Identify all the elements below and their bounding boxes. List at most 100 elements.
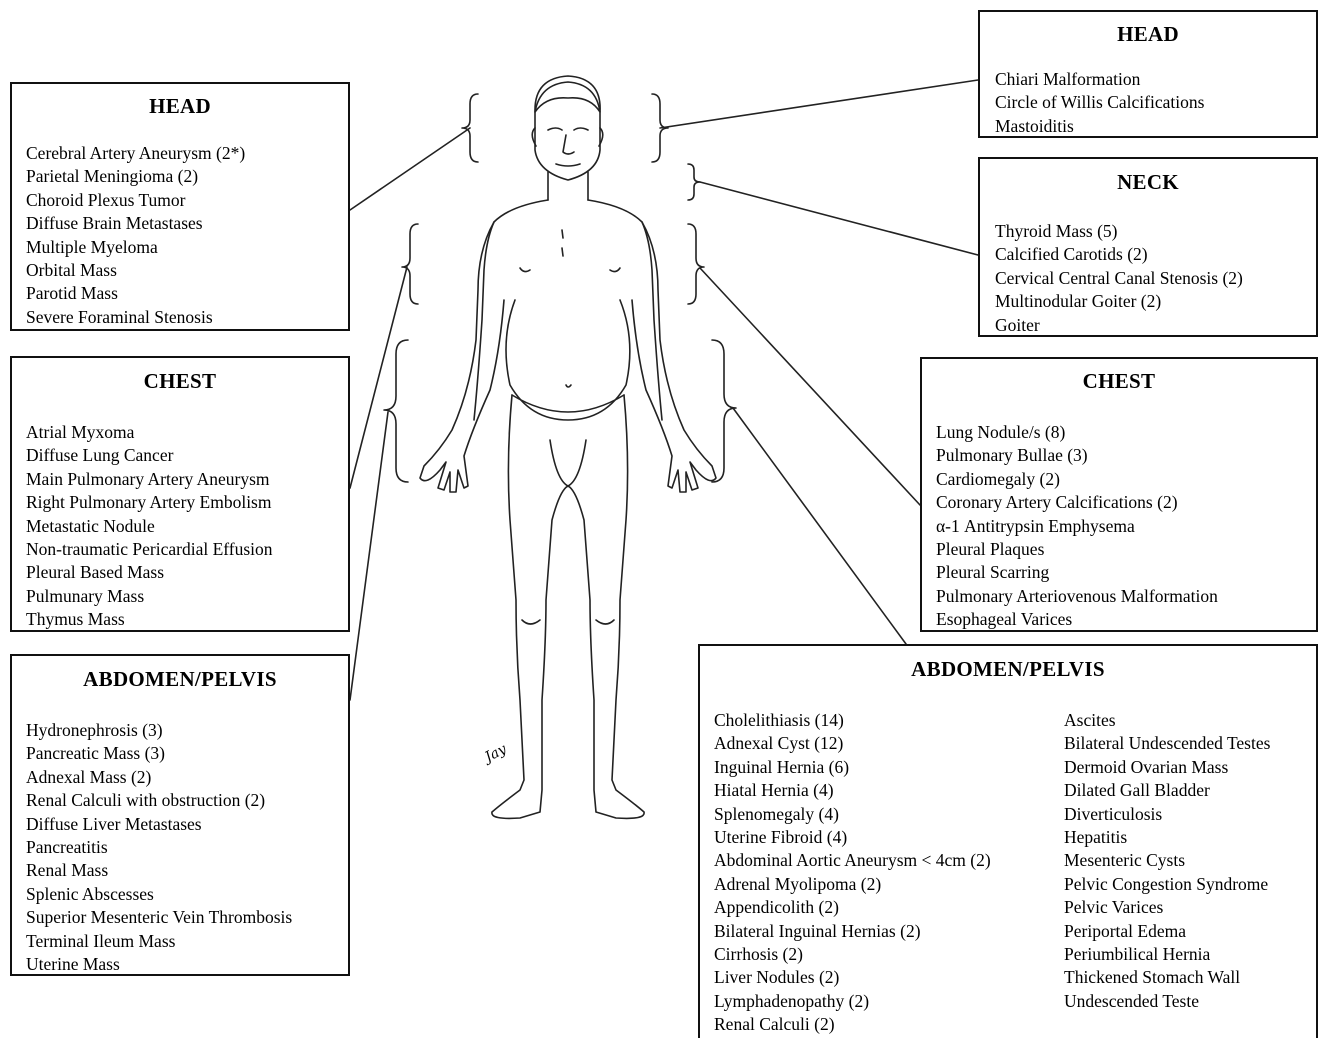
list-item: Mastoiditis (995, 115, 1316, 138)
neck-right-box: NECK Thyroid Mass (5) Calcified Carotids… (978, 157, 1318, 337)
abdomen-left-list: Hydronephrosis (3) Pancreatic Mass (3) A… (12, 719, 348, 976)
connector-head-right (660, 80, 978, 128)
list-item: Thymus Mass (26, 608, 348, 631)
list-item: Non-traumatic Pericardial Effusion (26, 538, 348, 561)
list-item: Diverticulosis (1064, 803, 1270, 826)
list-item: Terminal Ileum Mass (26, 930, 348, 953)
artist-signature: Jay (480, 741, 510, 767)
list-item: Parotid Mass (26, 282, 348, 305)
list-item: Hiatal Hernia (4) (714, 779, 991, 802)
list-item: Dilated Gall Bladder (1064, 779, 1270, 802)
abdomen-left-title: ABDOMEN/PELVIS (12, 656, 348, 692)
list-item: Periportal Edema (1064, 920, 1270, 943)
list-item: Choroid Plexus Tumor (26, 189, 348, 212)
list-item: Diffuse Lung Cancer (26, 444, 348, 467)
connector-chest-right (700, 268, 920, 505)
list-item: Diffuse Brain Metastases (26, 212, 348, 235)
chest-left-list: Atrial Myxoma Diffuse Lung Cancer Main P… (12, 421, 348, 632)
list-item: Liver Nodules (2) (714, 966, 991, 989)
list-item: Diffuse Liver Metastases (26, 813, 348, 836)
list-item: Orbital Mass (26, 259, 348, 282)
list-item: Splenomegaly (4) (714, 803, 991, 826)
list-item: Renal Mass (26, 859, 348, 882)
brace-abdomen-left (384, 340, 408, 482)
list-item: Uterine Mass (26, 953, 348, 976)
head-right-title: HEAD (980, 12, 1316, 47)
connector-abdomen-left (350, 412, 388, 700)
list-item: Renal Calculi with obstruction (2) (26, 789, 348, 812)
list-item: Dermoid Ovarian Mass (1064, 756, 1270, 779)
list-item: Pulmonary Bullae (3) (936, 444, 1316, 467)
list-item: Cirrhosis (2) (714, 943, 991, 966)
head-left-box: HEAD Cerebral Artery Aneurysm (2*) Parie… (10, 82, 350, 331)
list-item: Pancreatitis (26, 836, 348, 859)
list-item: Hydronephrosis (3) (26, 719, 348, 742)
chest-right-list: Lung Nodule/s (8) Pulmonary Bullae (3) C… (922, 421, 1316, 632)
abdomen-right-title: ABDOMEN/PELVIS (700, 646, 1316, 682)
abdomen-right-list-col2: Ascites Bilateral Undescended Testes Der… (1064, 709, 1270, 1013)
list-item: Pulmonary Arteriovenous Malformation (936, 585, 1316, 608)
list-item: Pleural Plaques (936, 538, 1316, 561)
list-item: Uterine Fibroid (4) (714, 826, 991, 849)
abdomen-right-list-col1: Cholelithiasis (14) Adnexal Cyst (12) In… (714, 709, 991, 1037)
list-item: Pleural Based Mass (26, 561, 348, 584)
list-item: Goiter (995, 314, 1316, 337)
list-item: Thickened Stomach Wall (1064, 966, 1270, 989)
list-item: Multiple Myeloma (26, 236, 348, 259)
list-item: Adnexal Cyst (12) (714, 732, 991, 755)
right-leg (568, 395, 644, 818)
list-item: Abdominal Aortic Aneurysm < 4cm (2) (714, 849, 991, 872)
list-item: Ascites (1064, 709, 1270, 732)
list-item: Main Pulmonary Artery Aneurysm (26, 468, 348, 491)
list-item: Thyroid Mass (5) (995, 220, 1316, 243)
list-item: Lung Nodule/s (8) (936, 421, 1316, 444)
list-item: Bilateral Undescended Testes (1064, 732, 1270, 755)
right-arm (632, 222, 716, 492)
head-right-box: HEAD Chiari Malformation Circle of Willi… (978, 10, 1318, 138)
list-item: Parietal Meningioma (2) (26, 165, 348, 188)
chest-right-box: CHEST Lung Nodule/s (8) Pulmonary Bullae… (920, 357, 1318, 632)
list-item: Lymphadenopathy (2) (714, 990, 991, 1013)
head-right-list: Chiari Malformation Circle of Willis Cal… (980, 68, 1316, 138)
chest-right-title: CHEST (922, 359, 1316, 394)
list-item: Pelvic Varices (1064, 896, 1270, 919)
brace-neck-right (688, 164, 700, 200)
list-item: Splenic Abscesses (26, 883, 348, 906)
list-item: Cervical Central Canal Stenosis (2) (995, 267, 1316, 290)
list-item: Metastatic Nodule (26, 515, 348, 538)
list-item: Renal Calculi (2) (714, 1013, 991, 1036)
abdomen-right-box: ABDOMEN/PELVIS Cholelithiasis (14) Adnex… (698, 644, 1318, 1038)
list-item: Pulmunary Mass (26, 585, 348, 608)
list-item: Severe Foraminal Stenosis (26, 306, 348, 329)
left-arm (420, 222, 504, 492)
neck-right-title: NECK (980, 159, 1316, 195)
list-item: Adrenal Myolipoma (2) (714, 873, 991, 896)
list-item: Cardiomegaly (2) (936, 468, 1316, 491)
brace-chest-left (402, 224, 418, 304)
list-item: Pleural Scarring (936, 561, 1316, 584)
list-item: Inguinal Hernia (6) (714, 756, 991, 779)
list-item: Hepatitis (1064, 826, 1270, 849)
list-item: Bilateral Inguinal Hernias (2) (714, 920, 991, 943)
list-item: Cholelithiasis (14) (714, 709, 991, 732)
connector-head-left (350, 128, 470, 210)
list-item: Superior Mesenteric Vein Thrombosis (26, 906, 348, 929)
list-item: Chiari Malformation (995, 68, 1316, 91)
neck (548, 172, 588, 200)
head-left-list: Cerebral Artery Aneurysm (2*) Parietal M… (12, 142, 348, 329)
abdomen-left-box: ABDOMEN/PELVIS Hydronephrosis (3) Pancre… (10, 654, 350, 976)
list-item: Right Pulmonary Artery Embolism (26, 491, 348, 514)
list-item: Esophageal Varices (936, 608, 1316, 631)
chest-left-box: CHEST Atrial Myxoma Diffuse Lung Cancer … (10, 356, 350, 632)
connector-neck-right (700, 182, 978, 255)
connector-abdomen-right (733, 408, 906, 644)
list-item: Undescended Teste (1064, 990, 1270, 1013)
list-item: Adnexal Mass (2) (26, 766, 348, 789)
list-item: Periumbilical Hernia (1064, 943, 1270, 966)
list-item: Mesenteric Cysts (1064, 849, 1270, 872)
list-item: Cerebral Artery Aneurysm (2*) (26, 142, 348, 165)
list-item: Pelvic Congestion Syndrome (1064, 873, 1270, 896)
brace-abdomen-right (712, 340, 736, 482)
brace-chest-right (688, 224, 704, 304)
connector-chest-left (350, 267, 407, 488)
